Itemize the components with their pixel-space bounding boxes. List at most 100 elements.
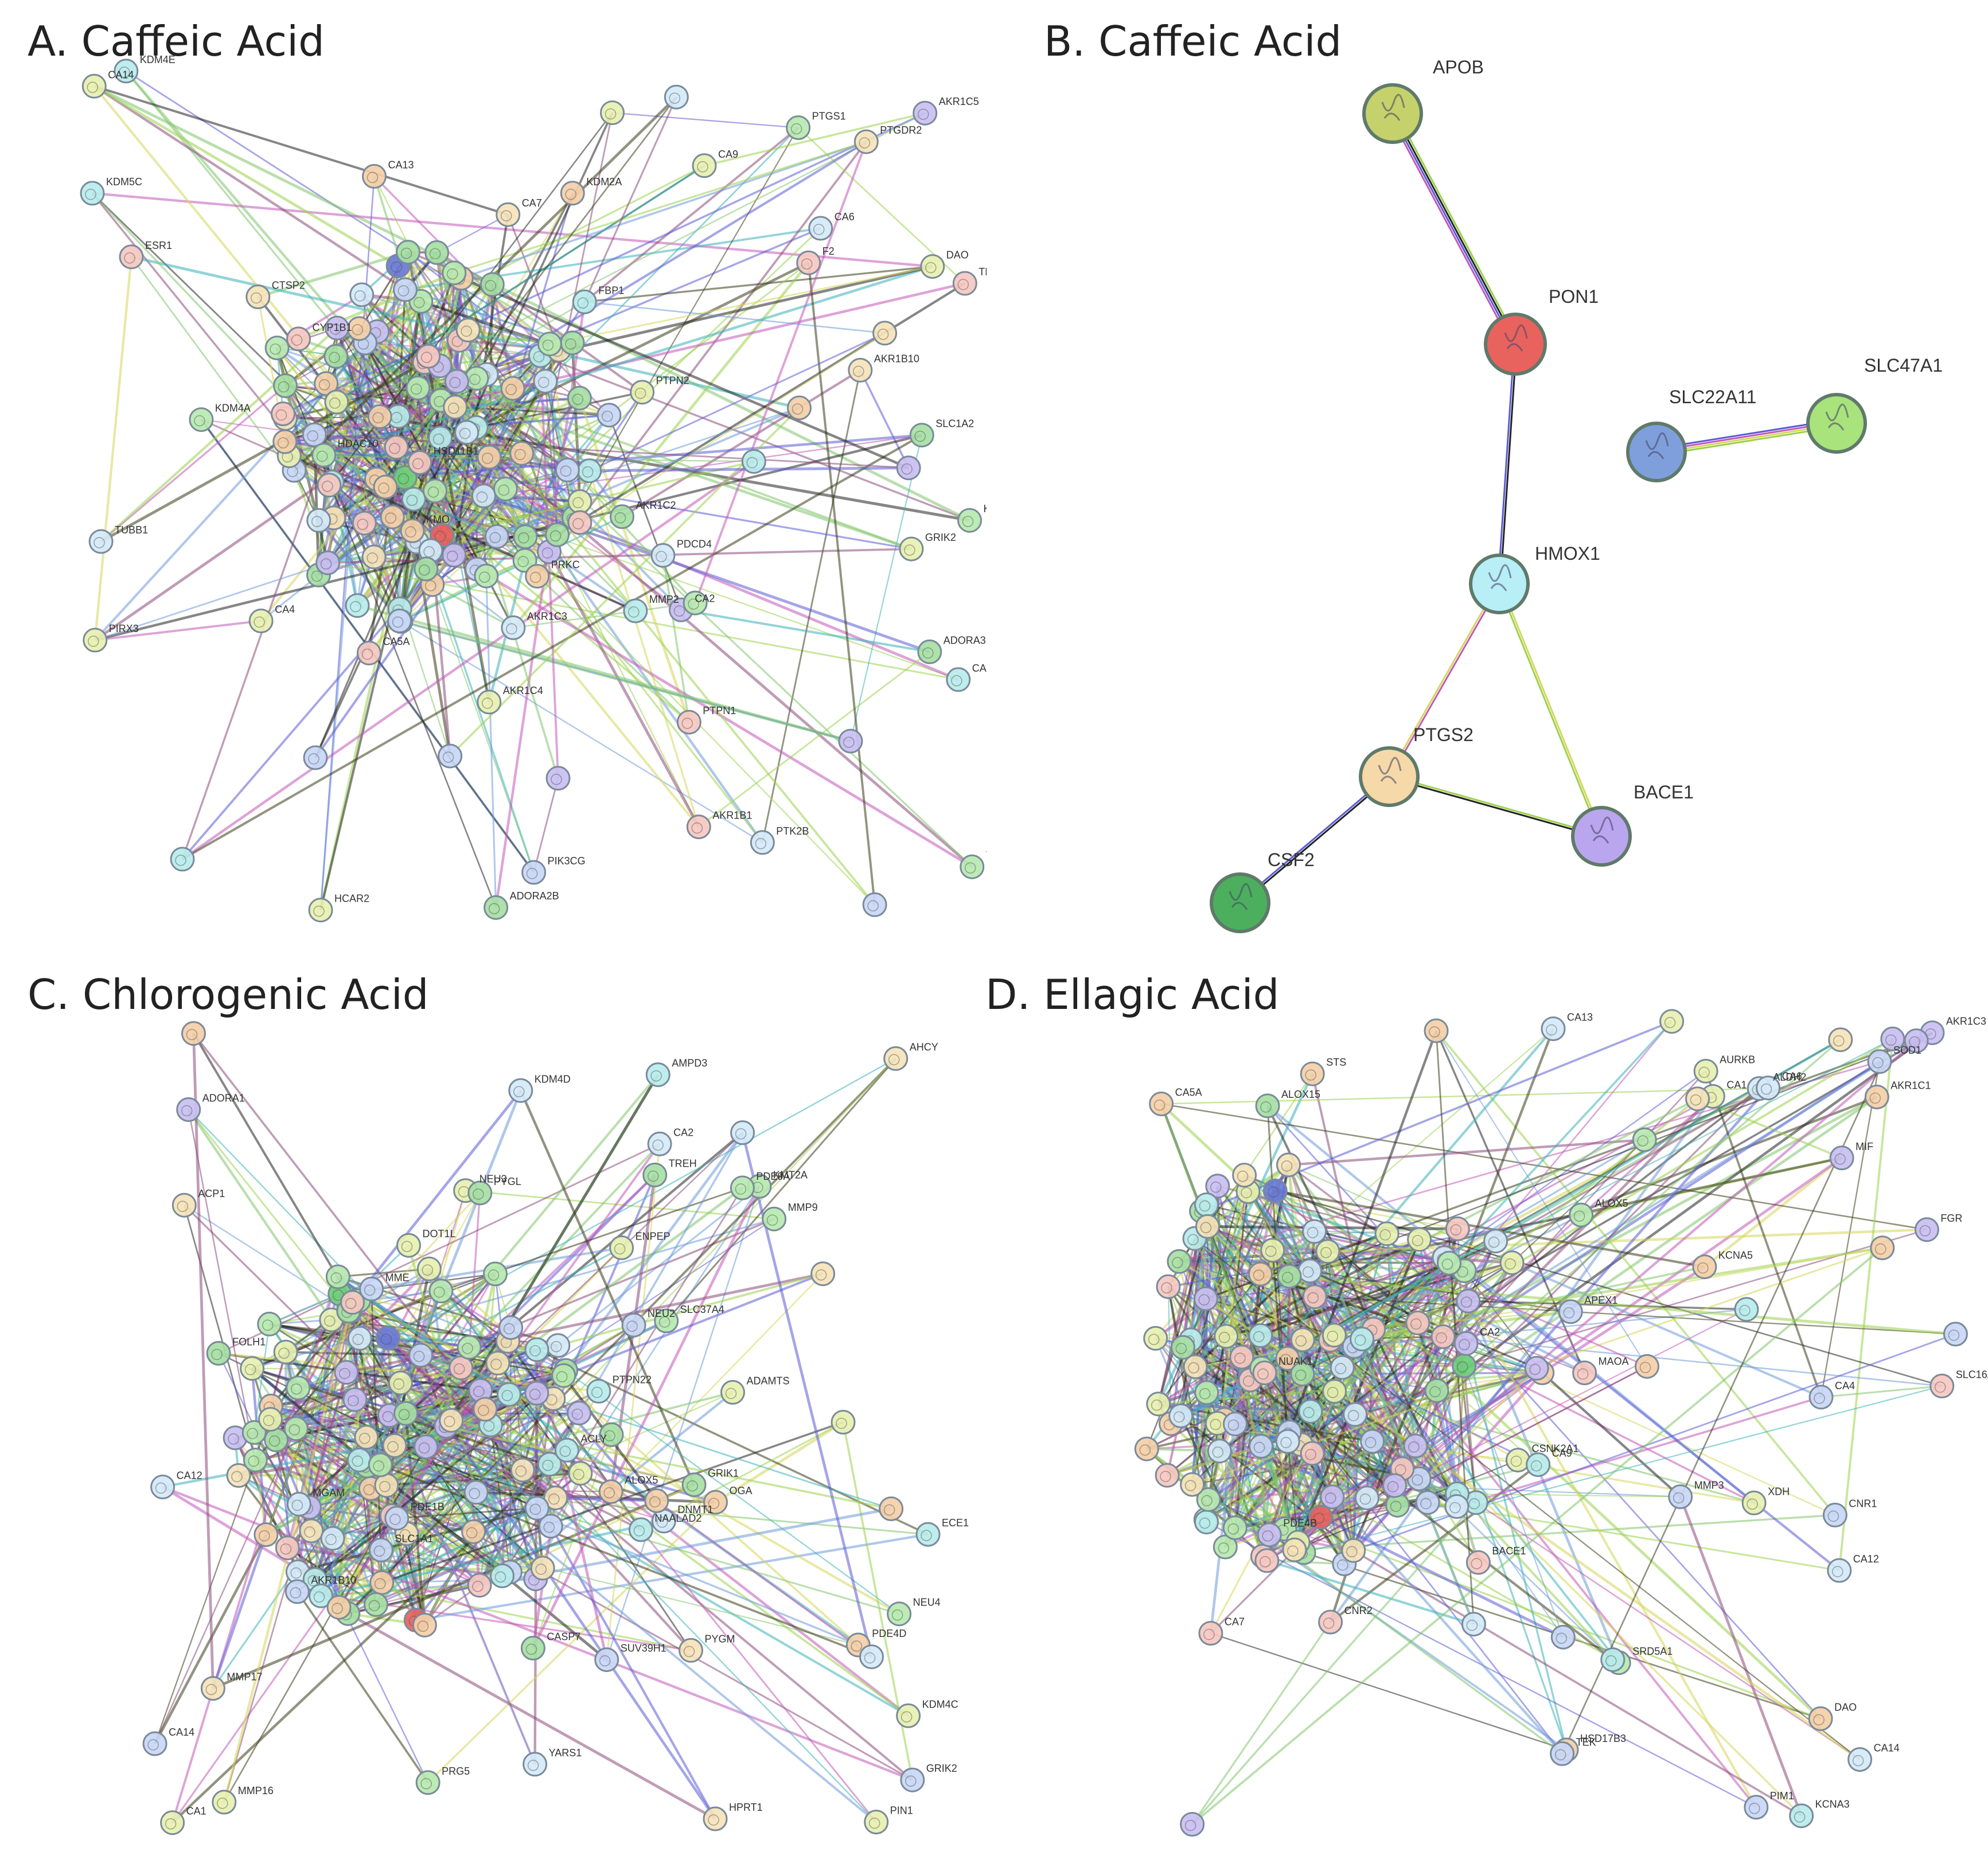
- protein-node[interactable]: [1260, 1238, 1285, 1263]
- protein-node[interactable]: [720, 1379, 745, 1405]
- protein-node[interactable]: [286, 1375, 311, 1401]
- protein-node[interactable]: [368, 1537, 393, 1562]
- protein-node[interactable]: [1254, 1548, 1280, 1573]
- protein-node[interactable]: [730, 1120, 755, 1145]
- protein-node[interactable]: [1403, 1433, 1428, 1459]
- protein-node[interactable]: [257, 1311, 282, 1336]
- protein-node[interactable]: [1789, 1803, 1814, 1829]
- protein-node[interactable]: [1808, 1706, 1833, 1731]
- protein-node[interactable]: [352, 510, 377, 536]
- protein-node[interactable]: [1483, 1229, 1508, 1254]
- protein-node[interactable]: [599, 1422, 624, 1447]
- protein-node[interactable]: [598, 1479, 623, 1504]
- protein-node[interactable]: [1867, 1049, 1892, 1074]
- protein-node[interactable]: [630, 380, 655, 405]
- protein-node[interactable]: [555, 457, 580, 482]
- protein-node[interactable]: [1308, 1504, 1333, 1530]
- protein-node[interactable]: [1194, 1192, 1219, 1217]
- protein-node[interactable]: [416, 344, 441, 369]
- protein-node[interactable]: [1407, 1227, 1432, 1252]
- protein-node[interactable]: [245, 284, 271, 309]
- protein-node[interactable]: [1194, 1380, 1219, 1405]
- protein-node[interactable]: [170, 847, 195, 872]
- protein-node[interactable]: [1322, 1323, 1347, 1348]
- protein-node[interactable]: [1550, 1741, 1575, 1766]
- protein-node[interactable]: [283, 1416, 309, 1441]
- protein-node[interactable]: [1222, 1515, 1248, 1541]
- protein-node[interactable]: [1193, 1286, 1218, 1311]
- protein-node[interactable]: [1341, 1538, 1366, 1563]
- protein-node[interactable]: [509, 441, 535, 466]
- protein-node-slc22a11[interactable]: SLC22A11: [1626, 387, 1756, 482]
- protein-node[interactable]: [317, 473, 342, 498]
- protein-node[interactable]: [1277, 1264, 1302, 1289]
- protein-node[interactable]: [306, 508, 332, 533]
- protein-node[interactable]: [501, 615, 526, 640]
- protein-node[interactable]: [473, 1397, 498, 1422]
- protein-node-csf2[interactable]: CSF2: [1210, 849, 1315, 933]
- protein-node-slc47a1[interactable]: SLC47A1: [1806, 355, 1943, 454]
- protein-node[interactable]: [83, 627, 108, 653]
- protein-node[interactable]: [88, 529, 114, 554]
- protein-node[interactable]: [594, 1647, 619, 1673]
- protein-node[interactable]: [346, 1447, 372, 1472]
- protein-node[interactable]: [401, 486, 426, 512]
- protein-node[interactable]: [471, 484, 496, 509]
- protein-node[interactable]: [340, 1290, 365, 1315]
- protein-node[interactable]: [913, 100, 938, 126]
- protein-node[interactable]: [81, 73, 107, 99]
- protein-node[interactable]: [334, 1360, 359, 1385]
- protein-node[interactable]: [567, 489, 592, 514]
- protein-node[interactable]: [523, 1752, 548, 1777]
- protein-node[interactable]: [525, 564, 550, 589]
- protein-node[interactable]: [493, 477, 518, 501]
- protein-node[interactable]: [1156, 1274, 1181, 1299]
- protein-node[interactable]: [303, 745, 328, 770]
- protein-node[interactable]: [368, 1452, 393, 1478]
- protein-node[interactable]: [467, 1180, 493, 1206]
- protein-node[interactable]: [484, 895, 509, 920]
- protein-node[interactable]: [762, 1206, 787, 1231]
- protein-node[interactable]: [896, 455, 921, 481]
- protein-node[interactable]: [1180, 1472, 1205, 1497]
- protein-node[interactable]: [349, 282, 375, 307]
- protein-node[interactable]: [498, 1315, 524, 1340]
- protein-node[interactable]: [490, 1563, 514, 1588]
- protein-node[interactable]: [438, 743, 463, 769]
- protein-node[interactable]: [302, 422, 327, 447]
- protein-node[interactable]: [325, 315, 350, 341]
- protein-node[interactable]: [423, 478, 447, 504]
- protein-node[interactable]: [1445, 1216, 1470, 1241]
- protein-node[interactable]: [455, 317, 481, 342]
- protein-node[interactable]: [416, 1256, 442, 1281]
- protein-node[interactable]: [551, 1363, 576, 1388]
- protein-node[interactable]: [1232, 1163, 1257, 1188]
- protein-node[interactable]: [387, 609, 412, 633]
- protein-node[interactable]: [1297, 1258, 1323, 1284]
- protein-node[interactable]: [1213, 1534, 1238, 1560]
- protein-node[interactable]: [248, 609, 274, 633]
- protein-node[interactable]: [750, 830, 775, 855]
- protein-node[interactable]: [567, 385, 592, 411]
- protein-node[interactable]: [396, 240, 420, 265]
- protein-node[interactable]: [610, 504, 634, 529]
- protein-node[interactable]: [647, 1131, 672, 1156]
- protein-node[interactable]: [396, 1233, 421, 1258]
- protein-node[interactable]: [586, 1379, 611, 1404]
- protein-node[interactable]: [1424, 1378, 1449, 1403]
- protein-node[interactable]: [1415, 1490, 1440, 1515]
- protein-node[interactable]: [1360, 1429, 1385, 1454]
- protein-node[interactable]: [1275, 1346, 1300, 1371]
- protein-node[interactable]: [1249, 1434, 1274, 1459]
- protein-node[interactable]: [664, 84, 689, 110]
- protein-node[interactable]: [1143, 1326, 1168, 1351]
- protein-node[interactable]: [496, 202, 521, 227]
- protein-node[interactable]: [524, 1381, 549, 1406]
- protein-node[interactable]: [1632, 1127, 1657, 1152]
- protein-node[interactable]: [537, 1452, 562, 1477]
- protein-node[interactable]: [258, 1407, 283, 1432]
- protein-node[interactable]: [240, 1356, 265, 1381]
- protein-node[interactable]: [299, 1518, 324, 1544]
- protein-node[interactable]: [275, 1535, 300, 1561]
- protein-node[interactable]: [428, 426, 453, 451]
